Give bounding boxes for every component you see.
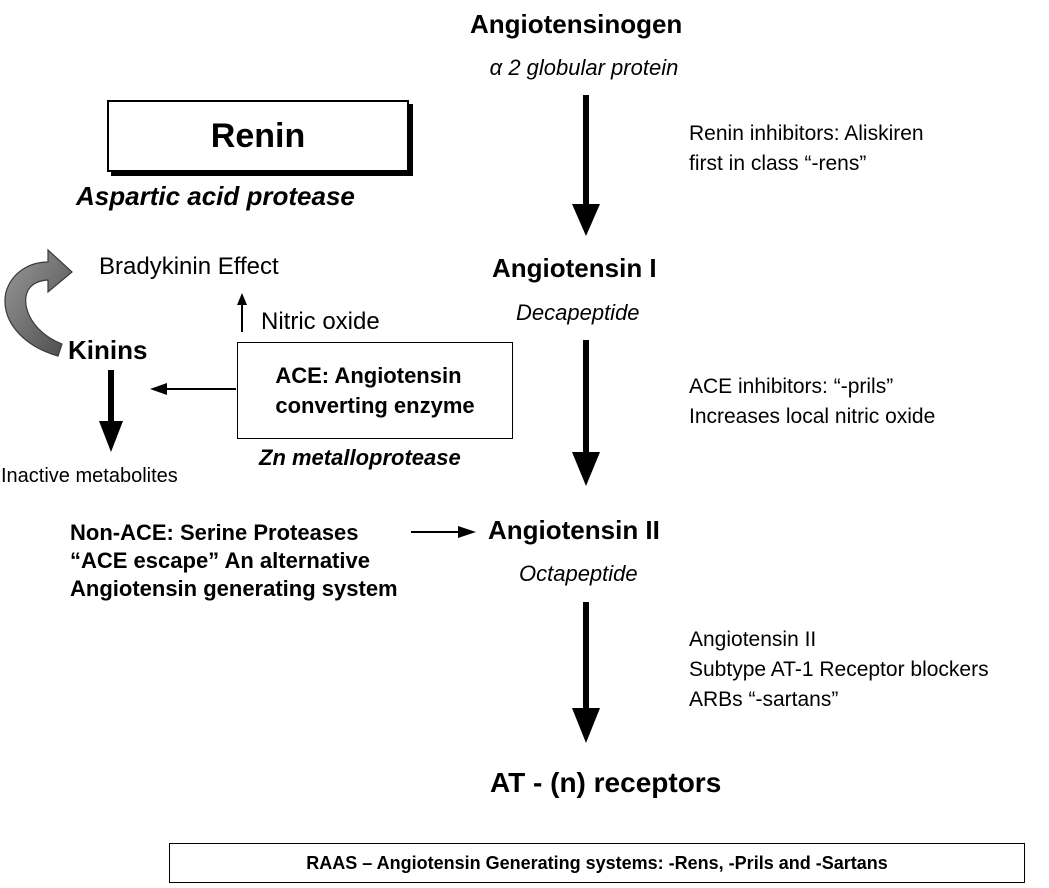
renin-inhibitors-note: Renin inhibitors: Aliskiren first in cla… <box>689 119 924 179</box>
arrow-angiotensinogen-to-angiotensin-1 <box>572 95 600 236</box>
ace-box-text: ACE: Angiotensin converting enzyme <box>275 361 474 421</box>
angiotensinogen-description: α 2 globular protein <box>489 55 679 80</box>
arrow-kinins-to-inactive-metabolites <box>99 370 123 452</box>
ace-box: ACE: Angiotensin converting enzyme <box>237 342 513 439</box>
angiotensin-1-label: Angiotensin I <box>492 253 657 283</box>
at-receptors-label: AT - (n) receptors <box>490 767 722 798</box>
nitric-oxide-up-arrow <box>237 293 247 332</box>
ace-inhibitors-note: ACE inhibitors: “-prils” Increases local… <box>689 372 935 432</box>
non-ace-line-1: Non-ACE: Serine Proteases <box>70 520 359 545</box>
arrow-angiotensin-1-to-angiotensin-2 <box>572 340 600 486</box>
renin-note-line-2: first in class “-rens” <box>689 152 867 175</box>
arrow-non-ace-to-angiotensin-2 <box>411 526 476 538</box>
bradykinin-effect-label: Bradykinin Effect <box>99 253 279 280</box>
ace-line-2: converting enzyme <box>275 392 475 418</box>
arrow-ace-to-kinins <box>150 383 236 395</box>
non-ace-line-2: “ACE escape” An alternative <box>70 548 370 573</box>
curved-feedback-arrow-icon <box>4 248 73 357</box>
nitric-oxide-label: Nitric oxide <box>261 308 380 335</box>
ace-line-1: ACE: Angiotensin <box>275 362 462 388</box>
arrow-angiotensin-2-to-at-receptors <box>572 602 600 743</box>
renin-box: Renin <box>107 100 409 172</box>
renin-subtitle: Aspartic acid protease <box>76 181 355 211</box>
non-ace-block: Non-ACE: Serine Proteases “ACE escape” A… <box>70 519 398 603</box>
angiotensin-2-description: Octapeptide <box>519 561 638 586</box>
arb-note-line-2: Subtype AT-1 Receptor blockers <box>689 658 989 681</box>
arb-note-line-3: ARBs “-sartans” <box>689 688 839 711</box>
ace-note-line-1: ACE inhibitors: “-prils” <box>689 375 894 398</box>
footer-box: RAAS – Angiotensin Generating systems: -… <box>169 843 1025 883</box>
footer-label: RAAS – Angiotensin Generating systems: -… <box>306 852 888 873</box>
non-ace-line-3: Angiotensin generating system <box>70 576 398 601</box>
kinins-label: Kinins <box>68 335 148 365</box>
arb-note: Angiotensin II Subtype AT-1 Receptor blo… <box>689 625 989 715</box>
angiotensin-2-label: Angiotensin II <box>488 515 660 545</box>
ace-note-line-2: Increases local nitric oxide <box>689 405 936 428</box>
angiotensin-1-description: Decapeptide <box>516 300 640 325</box>
arb-note-line-1: Angiotensin II <box>689 628 817 651</box>
renin-label: Renin <box>210 116 306 155</box>
inactive-metabolites-label: Inactive metabolites <box>1 465 178 487</box>
renin-note-line-1: Renin inhibitors: Aliskiren <box>689 122 924 145</box>
angiotensinogen-label: Angiotensinogen <box>470 9 683 39</box>
ace-subtitle: Zn metalloprotease <box>259 445 461 470</box>
